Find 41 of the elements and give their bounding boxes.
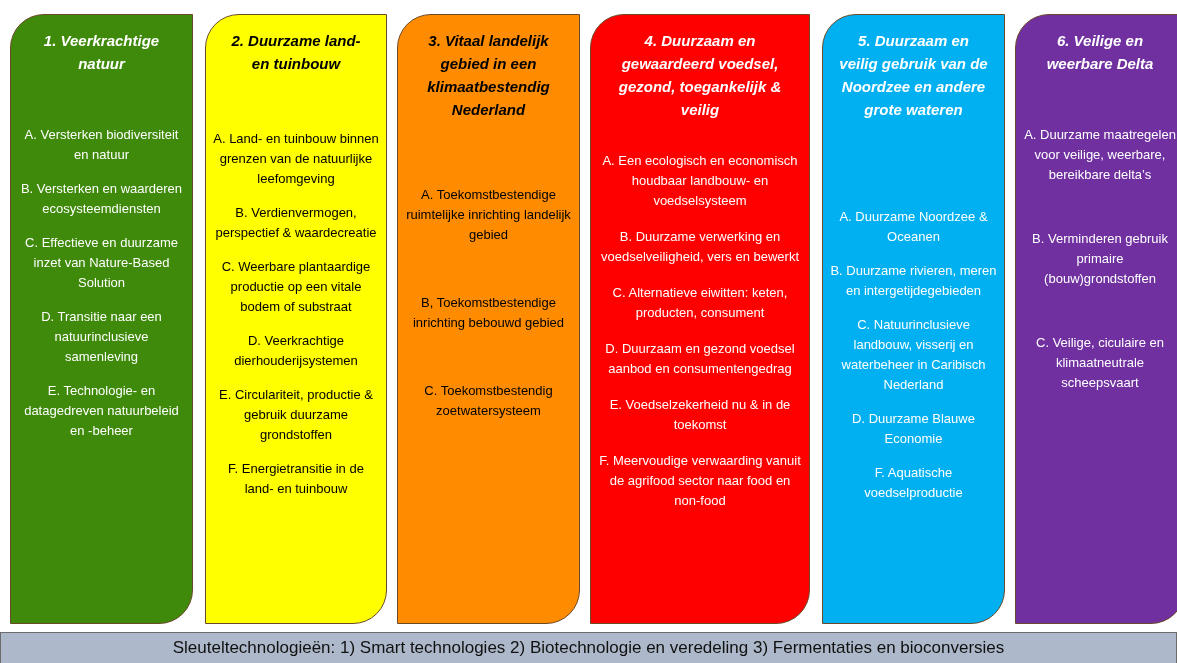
- theme-heading: 4. Duurzaam en gewaardeerd voedsel, gezond, toegankelijk & veilig: [617, 31, 783, 120]
- subtheme-text: D. Transitie naar een natuurinclusieve samenleving: [40, 308, 163, 366]
- subtheme-text: E. Circulariteit, productie & gebruik duurzame grondstoffen: [218, 386, 374, 444]
- subtheme-text: A. Versterken biodiversiteit en natuur: [23, 126, 180, 164]
- theme-column: [205, 14, 387, 624]
- subtheme-text: D. Duurzame Blauwe Economie: [851, 410, 976, 448]
- theme-heading: 6. Veilige en weerbare Delta: [1045, 31, 1155, 74]
- subtheme-text: B. Duurzame rivieren, meren en intergetijdegebieden: [830, 262, 997, 300]
- subtheme-text: E. Voedselzekerheid nu & in de toekomst: [608, 396, 792, 434]
- subtheme-text: F. Energietransitie in de land- en tuinbouw: [227, 460, 365, 498]
- subtheme-text: A. Toekomstbestendige ruimtelijke inrichting landelijk gebied: [405, 186, 572, 244]
- key-technologies-bar: Sleuteltechnologieën: 1) Smart technologies 2) Biotechnologie en veredeling 3) Fermentaties en bioconversies: [0, 632, 1177, 663]
- subtheme-text: C. Toekomstbestendig zoetwatersysteem: [423, 382, 554, 420]
- subtheme-text: C. Natuurinclusieve landbouw, visserij en waterbeheer in Caribisch Nederland: [840, 316, 987, 394]
- theme-column: [590, 14, 810, 624]
- theme-column: [10, 14, 193, 624]
- subtheme-text: C. Effectieve en duurzame inzet van Nature-Based Solution: [24, 234, 179, 292]
- subtheme-text: C. Weerbare plantaardige productie op een vitale bodem of substraat: [220, 258, 372, 316]
- theme-heading: 3. Vitaal landelijk gebied in een klimaatbestendig Nederland: [426, 31, 551, 120]
- theme-heading: 5. Duurzaam en veilig gebruik van de Noordzee en andere grote wateren: [838, 31, 989, 120]
- theme-column: [397, 14, 580, 624]
- subtheme-text: D. Duurzaam en gezond voedsel aanbod en consumentengedrag: [604, 340, 796, 378]
- subtheme-text: B. Verdienvermogen, perspectief & waardecreatie: [214, 204, 378, 242]
- theme-heading: 2. Duurzame land- en tuinbouw: [230, 31, 362, 74]
- subtheme-text: A. Een ecologisch en economisch houdbaar landbouw- en voedselsysteem: [601, 152, 799, 210]
- subtheme-text: D. Veerkrachtige dierhouderijsystemen: [233, 332, 359, 370]
- subtheme-text: E. Technologie- en datagedreven natuurbeleid en -beheer: [23, 382, 180, 440]
- theme-heading: 1. Veerkrachtige natuur: [42, 31, 161, 74]
- theme-column: [822, 14, 1005, 624]
- subtheme-text: B. Versterken en waarderen ecosysteemdiensten: [19, 180, 184, 218]
- subtheme-text: A. Duurzame maatregelen voor veilige, weerbare, bereikbare delta’s: [1023, 126, 1177, 184]
- subtheme-text: A. Duurzame Noordzee & Oceanen: [838, 208, 989, 246]
- theme-column: [1015, 14, 1177, 624]
- subtheme-text: A. Land- en tuinbouw binnen grenzen van de natuurlijke leefomgeving: [213, 130, 379, 188]
- subtheme-text: B, Toekomstbestendige inrichting bebouwd gebied: [411, 294, 566, 332]
- subtheme-text: C. Alternatieve eiwitten: keten, producten, consument: [611, 284, 789, 322]
- subtheme-text: C. Veilige, ciculaire en klimaatneutrale scheepsvaart: [1035, 334, 1165, 392]
- subtheme-text: F. Aquatische voedselproductie: [863, 464, 964, 502]
- subtheme-text: B. Duurzame verwerking en voedselveiligheid, vers en bewerkt: [600, 228, 800, 266]
- subtheme-text: F. Meervoudige verwaarding vanuit de agrifood sector naar food en non-food: [598, 452, 802, 510]
- subtheme-text: B. Verminderen gebruik primaire (bouw)grondstoffen: [1031, 230, 1169, 288]
